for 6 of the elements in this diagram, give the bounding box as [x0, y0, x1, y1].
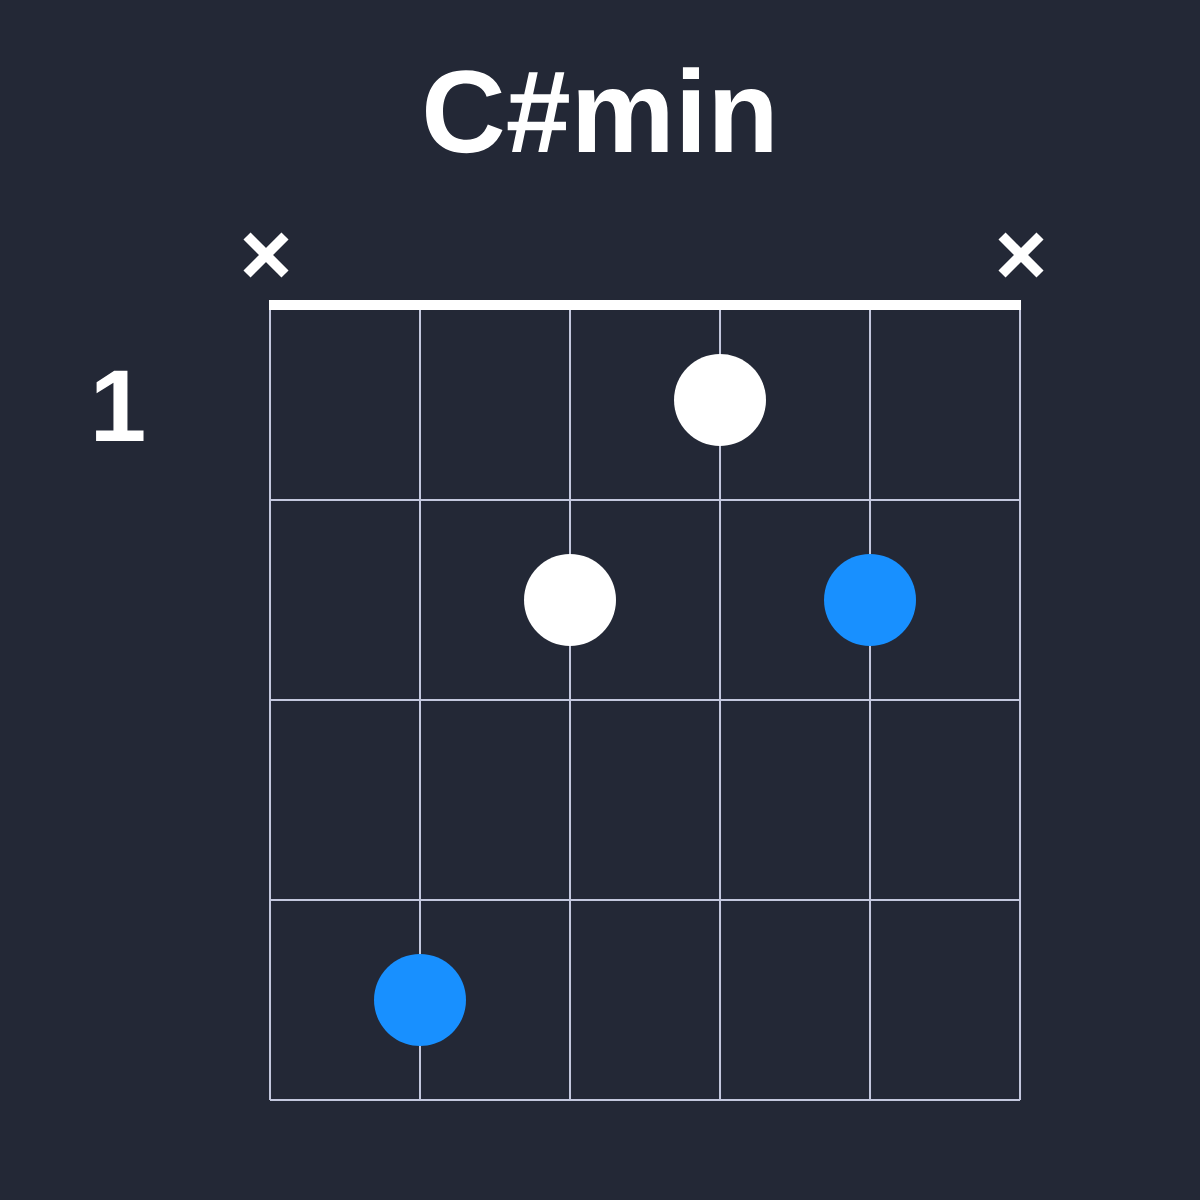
finger-dot	[824, 554, 916, 646]
fret-number: 1	[96, 370, 144, 441]
chord-title: C#min	[426, 67, 772, 154]
finger-dot	[374, 954, 466, 1046]
finger-dot	[674, 354, 766, 446]
finger-dot	[524, 554, 616, 646]
